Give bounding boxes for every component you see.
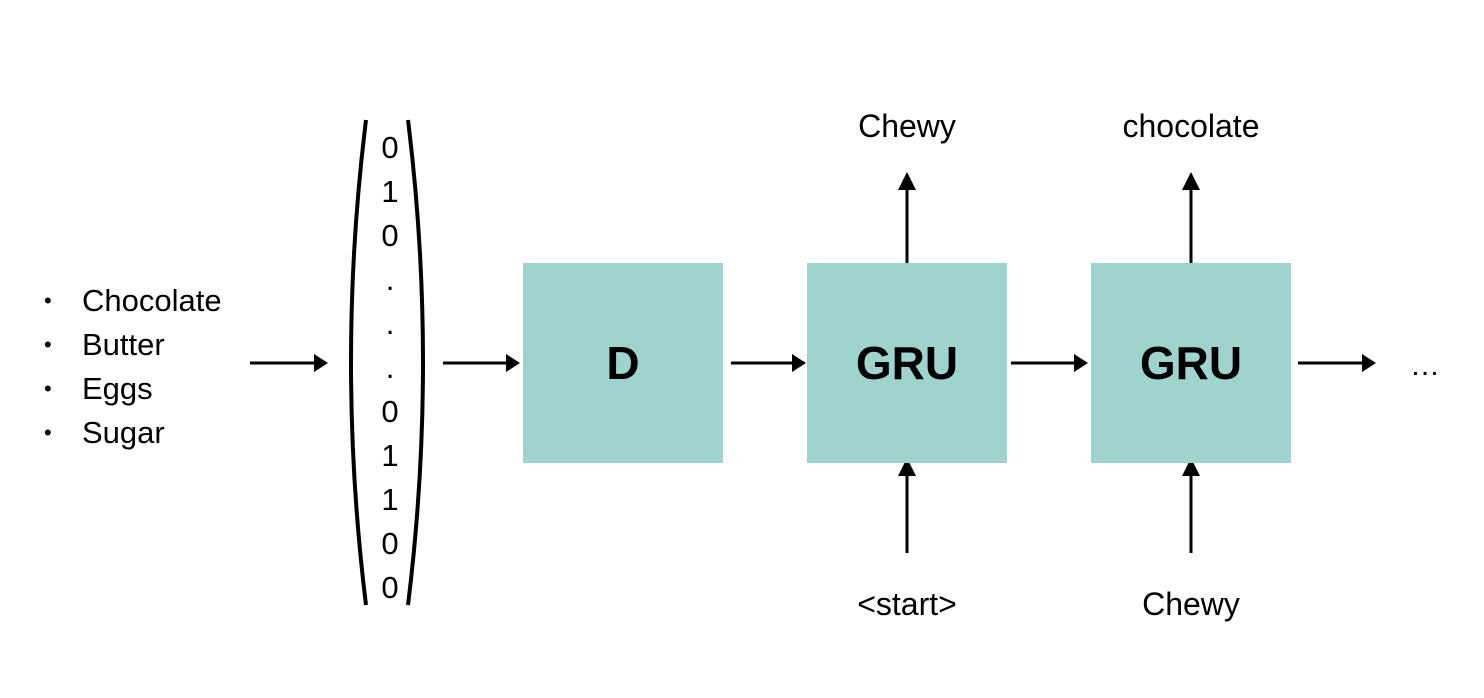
vector-entry: 0 — [381, 218, 399, 253]
input-token-1: <start> — [857, 586, 957, 622]
vector-entry: . — [385, 262, 395, 297]
ingredient-list: • Chocolate • Butter • Eggs • Sugar — [44, 279, 222, 455]
input-token-2: Chewy — [1142, 586, 1240, 622]
gru-block-2: GRU — [1091, 263, 1291, 463]
dense-block: D — [523, 263, 723, 463]
vector-left-bracket — [349, 119, 368, 606]
arrowhead-5 — [1362, 354, 1376, 372]
ingredient-label: Sugar — [82, 415, 165, 450]
arrowhead-4 — [1074, 354, 1088, 372]
vector-entry: . — [385, 306, 395, 341]
bullet-icon: • — [44, 420, 52, 445]
vector-entry: 0 — [381, 394, 399, 429]
ingredient-label: Eggs — [82, 371, 153, 406]
bullet-icon: • — [44, 332, 52, 357]
gru-block-label: GRU — [855, 337, 959, 389]
ingredient-item: • Eggs — [44, 367, 222, 411]
vector-right-bracket — [406, 119, 425, 606]
ingredient-item: • Chocolate — [44, 279, 222, 323]
ingredient-item: • Butter — [44, 323, 222, 367]
continuation-ellipsis: … — [1410, 349, 1440, 382]
vector-entry: 0 — [381, 526, 399, 561]
arrowhead-2 — [506, 354, 520, 372]
vector-entry: 1 — [381, 482, 399, 517]
dense-block-label: D — [606, 337, 640, 389]
ingredient-label: Butter — [82, 327, 165, 362]
vector-entry: . — [385, 350, 395, 385]
arrowhead-1 — [314, 354, 328, 372]
vector-entry: 1 — [381, 438, 399, 473]
gru-block-1: GRU — [807, 263, 1007, 463]
arrowhead-7 — [1182, 172, 1200, 190]
output-token-2: chocolate — [1122, 108, 1260, 144]
ingredient-item: • Sugar — [44, 411, 222, 455]
one-hot-vector: 0 1 0 . . . 0 1 1 0 0 — [370, 126, 410, 610]
vector-entry: 0 — [381, 570, 399, 605]
arrowhead-9 — [1182, 458, 1200, 476]
arrowhead-3 — [792, 354, 806, 372]
vector-entry: 0 — [381, 130, 399, 165]
output-token-1: Chewy — [858, 108, 956, 144]
arrowhead-8 — [898, 458, 916, 476]
bullet-icon: • — [44, 376, 52, 401]
bullet-icon: • — [44, 288, 52, 313]
ingredient-label: Chocolate — [82, 283, 222, 318]
vector-entry: 1 — [381, 174, 399, 209]
arrowhead-6 — [898, 172, 916, 190]
gru-block-label: GRU — [1139, 337, 1243, 389]
